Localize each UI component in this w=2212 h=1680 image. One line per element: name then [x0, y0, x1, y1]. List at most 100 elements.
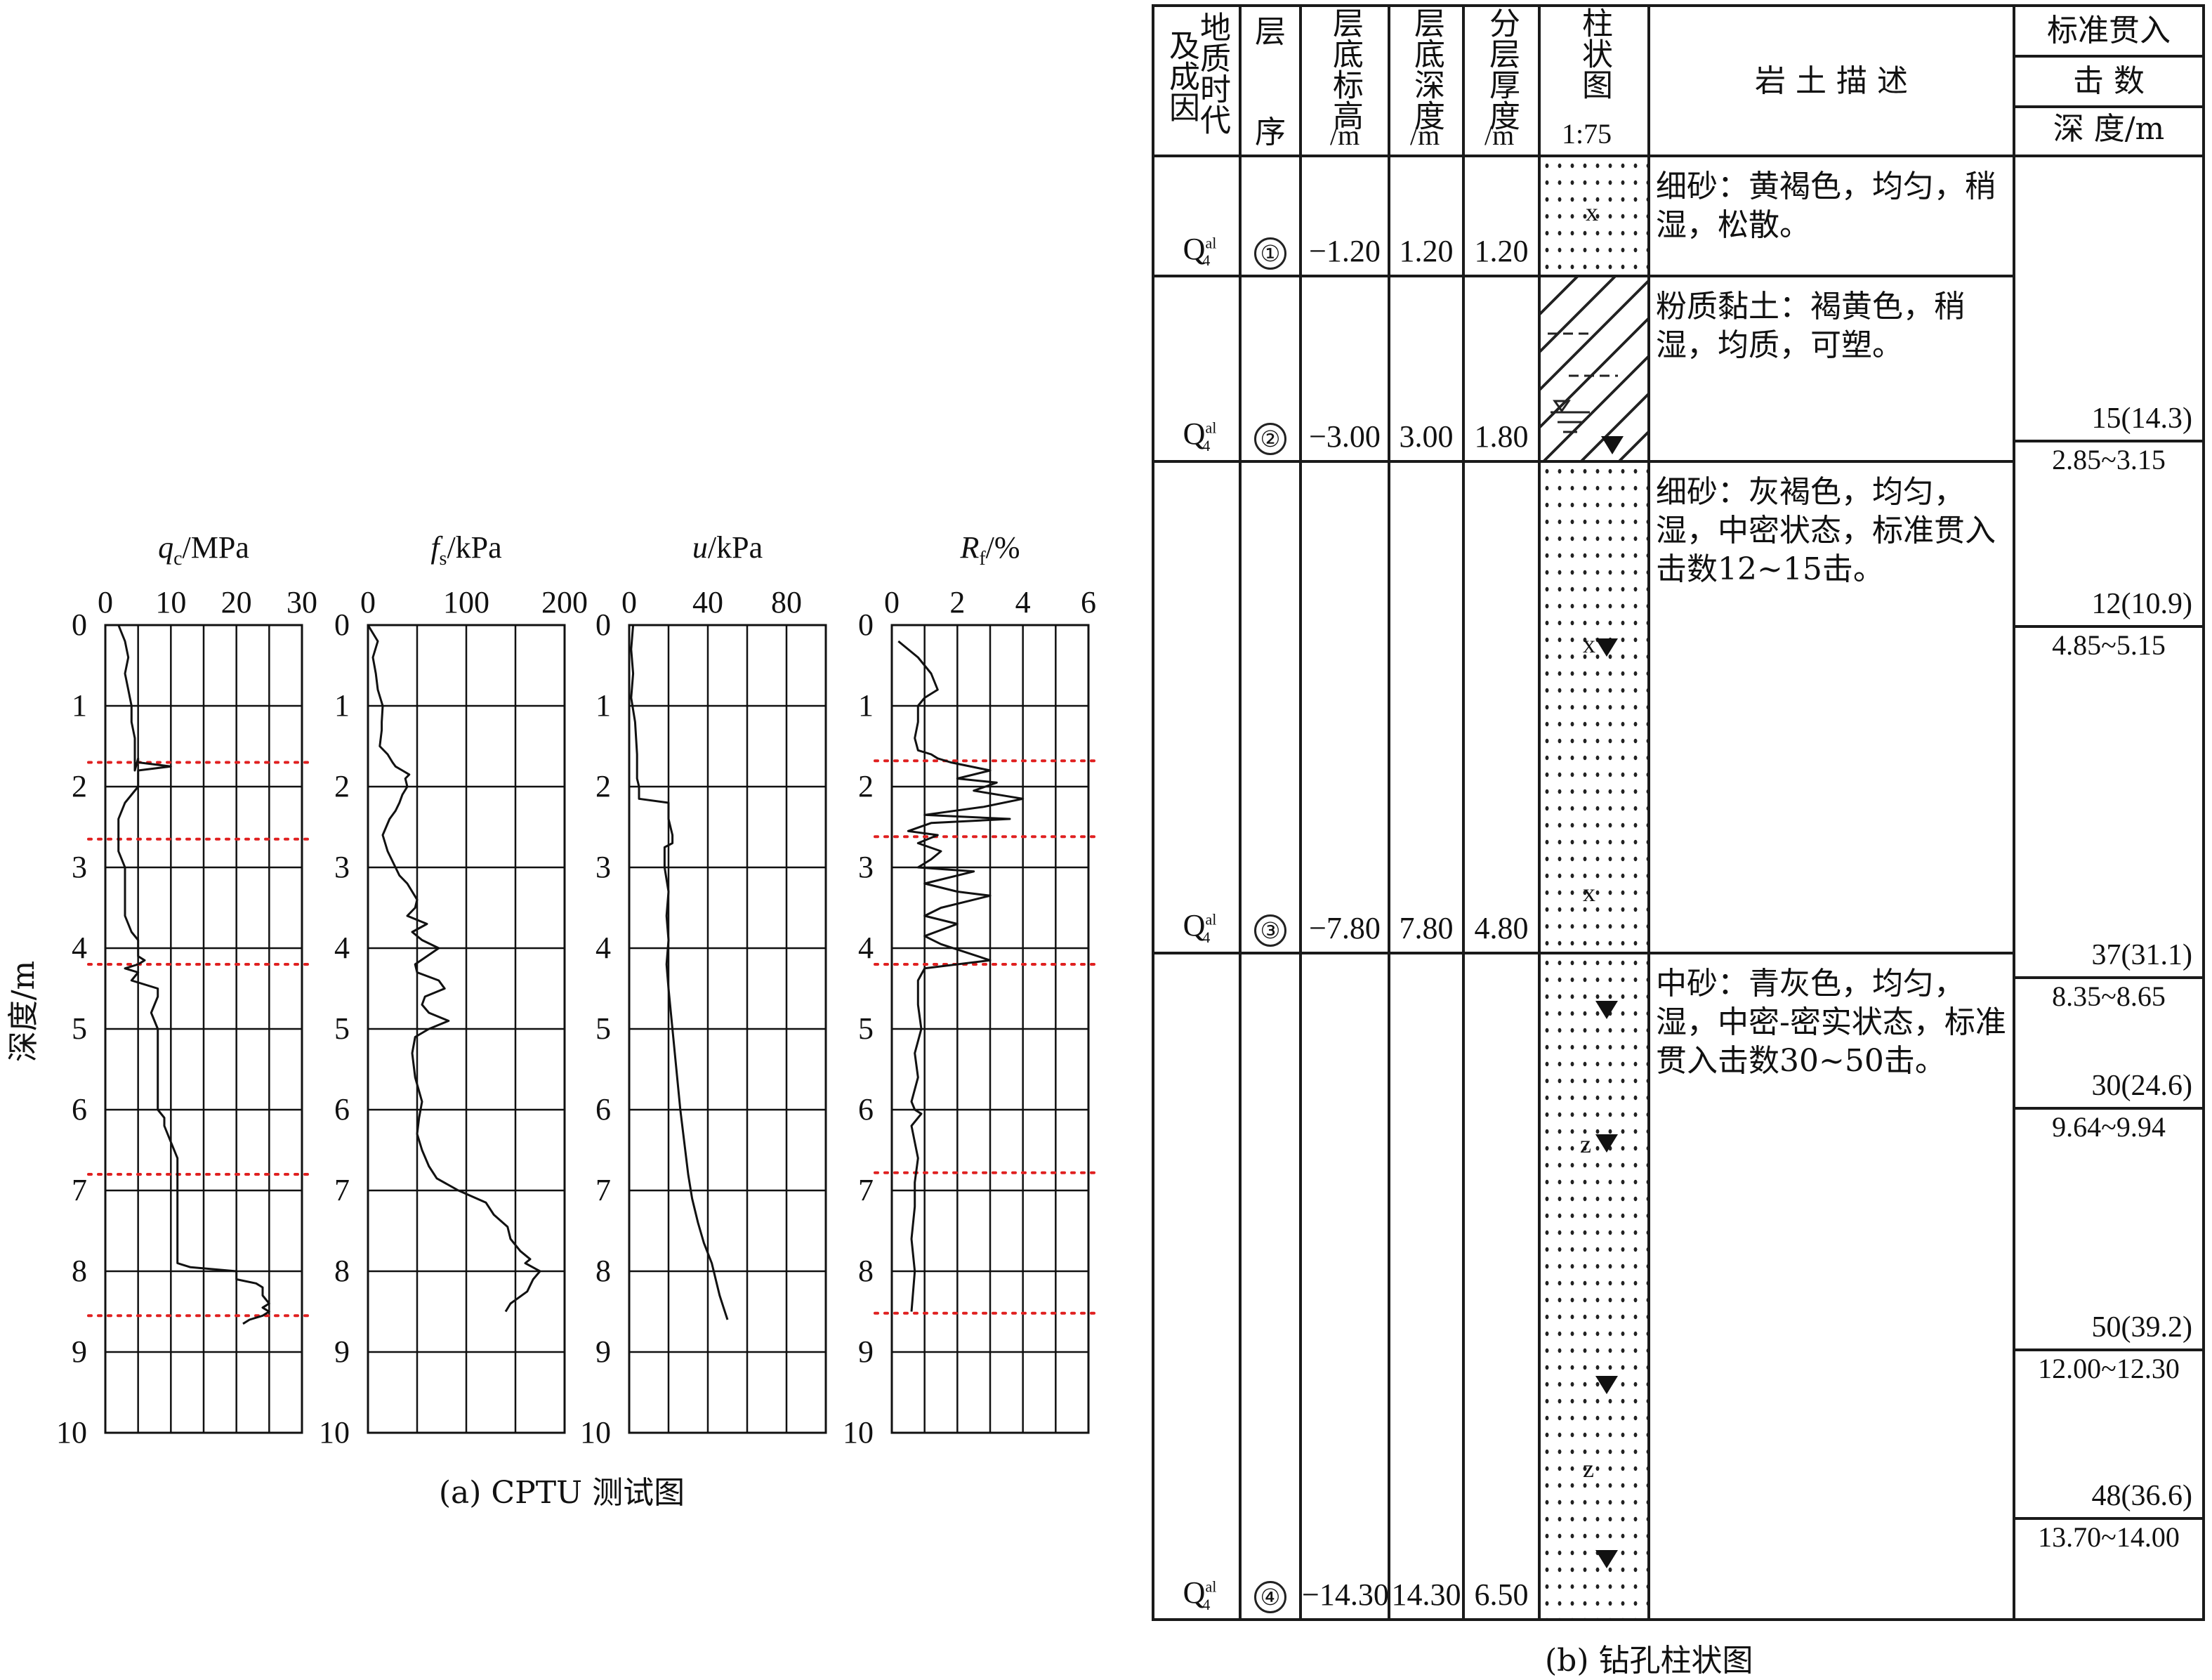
y-tick-label: 10 — [319, 1415, 350, 1450]
layer-1-elevation: −1.20 — [1299, 155, 1390, 277]
layer-4-depth: 14.30 — [1388, 951, 1465, 1622]
y-tick-label: 0 — [334, 608, 350, 642]
layer-3-description: 细砂：灰褐色，均匀，湿，中密状态，标准贯入击数12~15击。 — [1647, 459, 2015, 954]
spt-count: 50(39.2) — [2091, 1311, 2192, 1344]
header-depth: 层底深度 /m — [1388, 4, 1465, 157]
y-tick-label: 4 — [595, 931, 611, 965]
header-column: 柱状图 1:75 — [1538, 4, 1650, 157]
boring-log: 及成因 地质时代 层 序 层底标高 /m 层底深度 /m 分层厚度 /m 柱状 — [1152, 4, 2205, 1679]
x-tick-label: 4 — [1015, 585, 1031, 619]
layer-row-4: Qal4 ④ −14.30 14.30 6.50 z z 中砂：青灰色，均匀，湿… — [1152, 951, 2204, 1622]
y-tick-label: 6 — [72, 1092, 87, 1127]
spt-depth-range: 2.85~3.15 — [2015, 440, 2202, 478]
layer-1-seq: ① — [1239, 155, 1302, 277]
layer-1-lithology: x — [1538, 155, 1650, 277]
layer-2-depth: 3.00 — [1388, 274, 1465, 463]
x-tick-label: 10 — [155, 585, 186, 619]
spt-marker-icon — [1595, 1000, 1618, 1019]
layer-3-elevation: −7.80 — [1299, 459, 1390, 954]
y-tick-label: 0 — [595, 608, 611, 642]
header-description: 岩 土 描 述 — [1647, 4, 2015, 157]
y-tick-label: 3 — [858, 850, 874, 884]
header-spt: 标准贯入 击 数 深 度/m — [2013, 4, 2205, 157]
y-tick-label: 3 — [72, 850, 87, 884]
spt-marker-icon — [1595, 1134, 1618, 1153]
y-tick-label: 4 — [72, 931, 87, 965]
y-tick-label: 2 — [334, 769, 350, 803]
header-row: 及成因 地质时代 层 序 层底标高 /m 层底深度 /m 分层厚度 /m 柱状 — [1152, 4, 2205, 157]
y-tick-label: 9 — [72, 1334, 87, 1369]
layer-1-description: 细砂：黄褐色，均匀，稍湿，松散。 — [1647, 155, 2015, 277]
header-thickness: 分层厚度 /m — [1462, 4, 1541, 157]
x-tick-label: 30 — [287, 585, 317, 619]
groundwater-symbol-icon — [1548, 332, 1624, 454]
layer-4-seq: ④ — [1239, 951, 1302, 1622]
header-elevation: 层底标高 /m — [1299, 4, 1390, 157]
x-tick-label: 80 — [771, 585, 802, 619]
layer-1-thickness: 1.20 — [1462, 155, 1541, 277]
x-tick-label: 0 — [884, 585, 900, 619]
x-axis-label: Rf/% — [959, 530, 1020, 570]
spt-count: 48(36.6) — [2091, 1480, 2192, 1512]
y-tick-label: 1 — [595, 688, 611, 723]
x-axis-label: fs/kPa — [430, 530, 501, 570]
layer-4-thickness: 6.50 — [1462, 951, 1541, 1622]
layer-4-lithology: z z — [1538, 951, 1650, 1622]
layer-3-age: Qal4 — [1152, 459, 1242, 954]
x-axis-label: qc/MPa — [158, 530, 249, 570]
spt-count: 12(10.9) — [2091, 588, 2192, 620]
layer-3-depth: 7.80 — [1388, 459, 1465, 954]
layer-2-thickness: 1.80 — [1462, 274, 1541, 463]
y-tick-label: 8 — [72, 1254, 87, 1288]
profile-line — [897, 640, 1025, 1312]
spt-marker-icon — [1595, 1375, 1618, 1394]
y-tick-label: 8 — [858, 1254, 874, 1288]
x-tick-label: 0 — [621, 585, 637, 619]
cptu-y-axis-label: 深度/m — [6, 961, 41, 1063]
spt-count: 37(31.1) — [2091, 939, 2192, 971]
layer-row-2: Qal4 ② −3.00 3.00 1.80 粉质黏土：褐黄色，稍湿，均质，可塑… — [1152, 274, 2204, 463]
layer-2-age: Qal4 — [1152, 274, 1242, 463]
spt-depth-range: 4.85~5.15 — [2015, 625, 2202, 663]
y-tick-label: 8 — [595, 1254, 611, 1288]
spt-depth-range: 12.00~12.30 — [2015, 1348, 2202, 1386]
spt-count: 15(14.3) — [2091, 402, 2192, 435]
y-tick-label: 5 — [858, 1011, 874, 1046]
layer-4-elevation: −14.30 — [1299, 951, 1390, 1622]
y-tick-label: 3 — [334, 850, 350, 884]
spt-depth-range: 13.70~14.00 — [2015, 1517, 2202, 1555]
y-tick-label: 10 — [843, 1415, 874, 1450]
y-tick-label: 5 — [334, 1011, 350, 1046]
header-seq: 层 序 — [1239, 4, 1302, 157]
y-tick-label: 0 — [858, 608, 874, 642]
y-tick-label: 7 — [72, 1173, 87, 1207]
y-tick-label: 1 — [334, 688, 350, 723]
x-tick-label: 100 — [443, 585, 489, 619]
layer-2-seq: ② — [1239, 274, 1302, 463]
x-tick-label: 0 — [360, 585, 376, 619]
y-tick-label: 10 — [580, 1415, 611, 1450]
x-tick-label: 0 — [98, 585, 113, 619]
header-era: 及成因 地质时代 — [1152, 4, 1242, 157]
x-tick-label: 20 — [221, 585, 252, 619]
spt-depth-range: 9.64~9.94 — [2015, 1107, 2202, 1145]
spt-depth-range: 8.35~8.65 — [2015, 976, 2202, 1014]
layer-row-1: Qal4 ① −1.20 1.20 1.20 x 细砂：黄褐色，均匀，稍湿，松散… — [1152, 155, 2205, 1621]
y-tick-label: 3 — [595, 850, 611, 884]
layer-1-depth: 1.20 — [1388, 155, 1465, 277]
x-tick-label: 2 — [949, 585, 965, 619]
y-tick-label: 6 — [334, 1092, 350, 1127]
layer-2-description: 粉质黏土：褐黄色，稍湿，均质，可塑。 — [1647, 274, 2015, 463]
y-tick-label: 5 — [595, 1011, 611, 1046]
layer-row-3: Qal4 ③ −7.80 7.80 4.80 x x 细砂：灰褐色，均匀，湿，中… — [1152, 459, 2204, 954]
y-tick-label: 1 — [72, 688, 87, 723]
profile-line — [117, 624, 270, 1325]
layer-2-lithology — [1538, 274, 1650, 463]
spt-column: 15(14.3) 2.85~3.15 12(10.9) 4.85~5.15 37… — [2013, 155, 2205, 1621]
layer-3-lithology: x x — [1538, 459, 1650, 954]
y-tick-label: 5 — [72, 1011, 87, 1046]
layer-1-age: Qal4 — [1152, 155, 1242, 277]
y-tick-label: 9 — [595, 1334, 611, 1369]
spt-list: 15(14.3) 2.85~3.15 12(10.9) 4.85~5.15 37… — [2015, 157, 2202, 1618]
